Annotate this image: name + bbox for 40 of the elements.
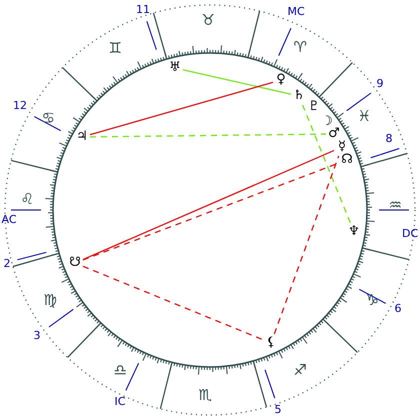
house-number: MC: [288, 5, 305, 19]
house-number: 12: [13, 99, 27, 113]
zodiac-sign: ♍: [44, 293, 57, 307]
house-number: IC: [114, 395, 126, 409]
aspect-line: [302, 104, 351, 224]
house-number: 11: [136, 3, 150, 17]
house-number: 9: [376, 77, 384, 91]
zodiac-sign: ♉: [202, 13, 215, 27]
house-number: 5: [274, 403, 282, 417]
aspect-line: [274, 156, 340, 334]
aspect-line: [90, 82, 274, 136]
planet-glyph: ☋: [67, 254, 83, 272]
zodiac-sign: ♋: [42, 111, 55, 125]
planet-glyph: ♇: [306, 98, 322, 116]
house-number: AC: [2, 213, 17, 227]
planet-glyph: ☊: [339, 151, 355, 169]
planet-glyph: ♀: [273, 71, 289, 89]
aspect-line: [90, 134, 326, 138]
planet-glyph: ♃: [74, 128, 90, 146]
aspect-line: [182, 69, 292, 95]
planet-glyph: ♆: [346, 223, 362, 241]
house-number: 6: [394, 302, 402, 316]
house-number: 2: [4, 257, 10, 271]
zodiac-sign: ♊: [108, 41, 122, 55]
zodiac-sign: ♐: [294, 363, 307, 377]
zodiac-sign: ♑: [366, 293, 379, 307]
zodiac-sign: ♒: [388, 198, 402, 212]
planet-glyph: ☽: [319, 113, 335, 131]
house-number: 3: [34, 329, 40, 343]
house-number: 8: [386, 132, 392, 146]
house-number: DC: [402, 227, 418, 241]
zodiac-sign: ♎: [114, 363, 127, 377]
zodiac-sign: ♈: [294, 40, 307, 54]
zodiac-sign: ♏: [198, 388, 212, 402]
planet-glyph: ♅: [167, 59, 183, 77]
planet-glyph: ⚸: [263, 334, 279, 352]
aspect-line: [82, 266, 264, 340]
planet-glyph: ♄: [291, 87, 307, 105]
zodiac-sign: ♌: [20, 192, 34, 206]
zodiac-sign: ♓: [358, 109, 371, 123]
